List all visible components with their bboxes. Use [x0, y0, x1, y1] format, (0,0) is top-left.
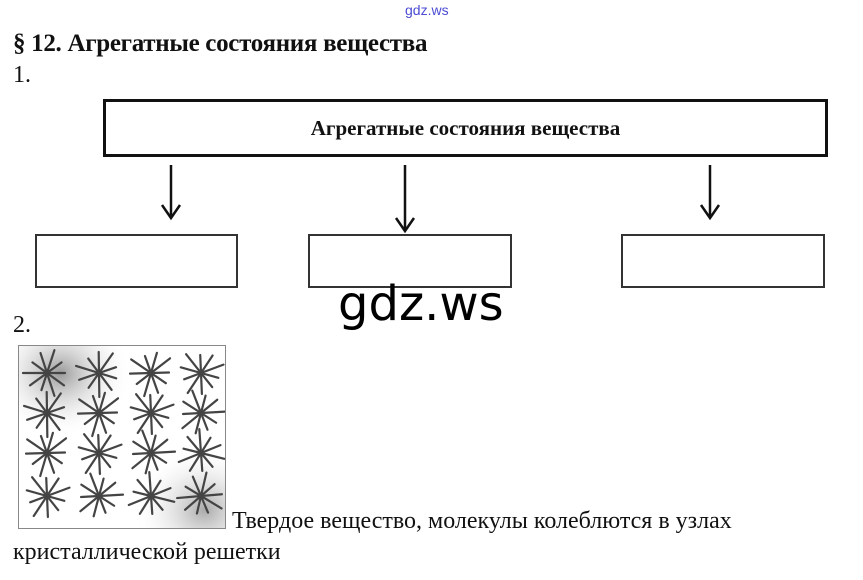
task-2-number: 2.	[13, 312, 31, 338]
watermark: gdz.ws	[338, 276, 504, 332]
molecule-icon	[175, 471, 224, 515]
crystal-lattice-image	[18, 345, 226, 529]
molecule-icon	[22, 390, 66, 439]
molecule-icon	[77, 433, 123, 476]
molecule-icon	[76, 391, 120, 438]
molecule-icon	[181, 389, 225, 435]
answer-box-2[interactable]	[308, 234, 512, 288]
molecule-icon	[128, 351, 172, 398]
molecule-icon	[179, 353, 225, 396]
answer-box-3[interactable]	[621, 234, 825, 288]
molecule-icon	[131, 429, 177, 475]
diagram-title: Агрегатные состояния вещества	[310, 115, 621, 140]
arrow-down-icon	[160, 165, 182, 221]
caption-line-1: Твердое вещество, молекулы колеблются в …	[232, 508, 732, 534]
diagram-main-box: Агрегатные состояния вещества	[103, 99, 828, 157]
section-title: § 12. Агрегатные состояния вещества	[13, 30, 428, 57]
arrow-down-icon	[699, 165, 721, 221]
molecule-icon	[25, 476, 71, 519]
molecule-icon	[127, 470, 176, 516]
molecule-icon	[74, 350, 118, 399]
diagram-arrows	[160, 165, 721, 234]
arrow-down-icon	[394, 165, 416, 234]
watermark-top: gdz.ws	[405, 2, 449, 18]
molecule-icon	[79, 472, 125, 518]
caption-line-2: кристаллической решетки	[13, 539, 281, 565]
molecule-icon	[24, 431, 68, 478]
molecule-icon	[129, 393, 175, 436]
task-1-number: 1.	[13, 62, 31, 88]
answer-box-1[interactable]	[35, 234, 238, 288]
molecule-icon	[21, 349, 67, 397]
molecule-icon	[177, 427, 225, 473]
